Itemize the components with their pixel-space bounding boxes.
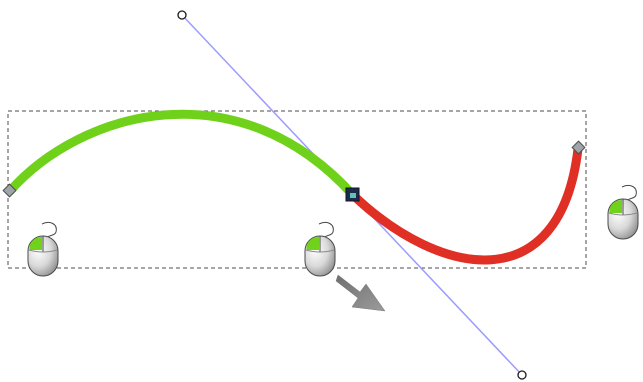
- path-segment-red[interactable]: [348, 144, 583, 265]
- handle-knob-top[interactable]: [177, 10, 187, 20]
- selected-node-marker: [350, 193, 356, 198]
- handle-knob-bottom[interactable]: [517, 370, 527, 380]
- drag-arrow-icon: [335, 274, 386, 312]
- mouse-left-click-icon: [607, 184, 639, 240]
- path-segment-green[interactable]: [5, 109, 358, 200]
- mouse-left-drag-icon: [304, 221, 336, 277]
- selection-bounding-box: [7, 110, 587, 269]
- end-node-right[interactable]: [571, 140, 586, 155]
- mouse-left-click-icon: [27, 221, 59, 277]
- end-node-left[interactable]: [2, 183, 17, 198]
